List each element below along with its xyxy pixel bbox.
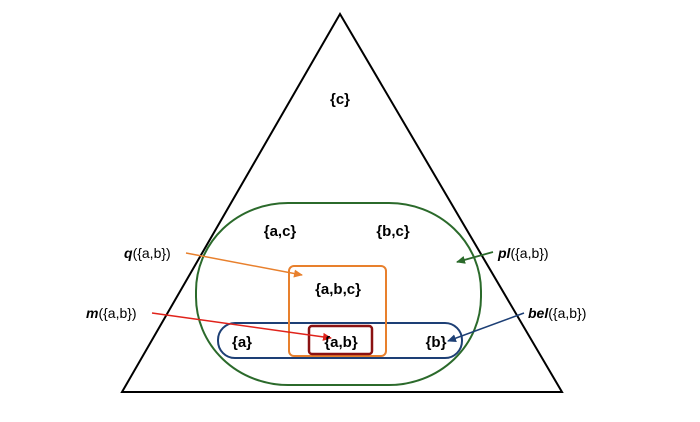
set-label-ac: {a,c} (264, 223, 297, 240)
set-label-a: {a} (232, 334, 252, 351)
m-arrow (151, 312, 332, 341)
pl-arg: ({a,b}) (510, 245, 548, 261)
commonality-region (288, 265, 387, 357)
m-arg: ({a,b}) (98, 305, 136, 321)
set-label-abc: {a,b,c} (315, 281, 361, 298)
belief-region (217, 322, 463, 359)
pl-label: pl({a,b}) (497, 245, 549, 261)
q-arrow (185, 252, 303, 278)
simplex-triangle (120, 12, 564, 393)
q-label: q({a,b}) (124, 245, 171, 261)
m-label: m({a,b}) (86, 305, 137, 321)
pl-name: pl (497, 245, 512, 261)
set-label-bc: {b,c} (376, 223, 410, 240)
plausibility-region (195, 202, 482, 386)
pl-arrow (456, 251, 494, 264)
mass-focal-box (307, 324, 374, 356)
bel-arg: ({a,b}) (548, 305, 586, 321)
q-name: q (124, 245, 133, 261)
bel-arrow (447, 312, 525, 342)
set-label-c: {c} (330, 91, 350, 108)
set-label-ab: {a,b} (324, 334, 358, 351)
bel-label: bel({a,b}) (528, 305, 586, 321)
m-name: m (86, 305, 98, 321)
set-label-b: {b} (426, 334, 447, 351)
bel-name: bel (528, 305, 549, 321)
q-arg: ({a,b}) (133, 245, 171, 261)
